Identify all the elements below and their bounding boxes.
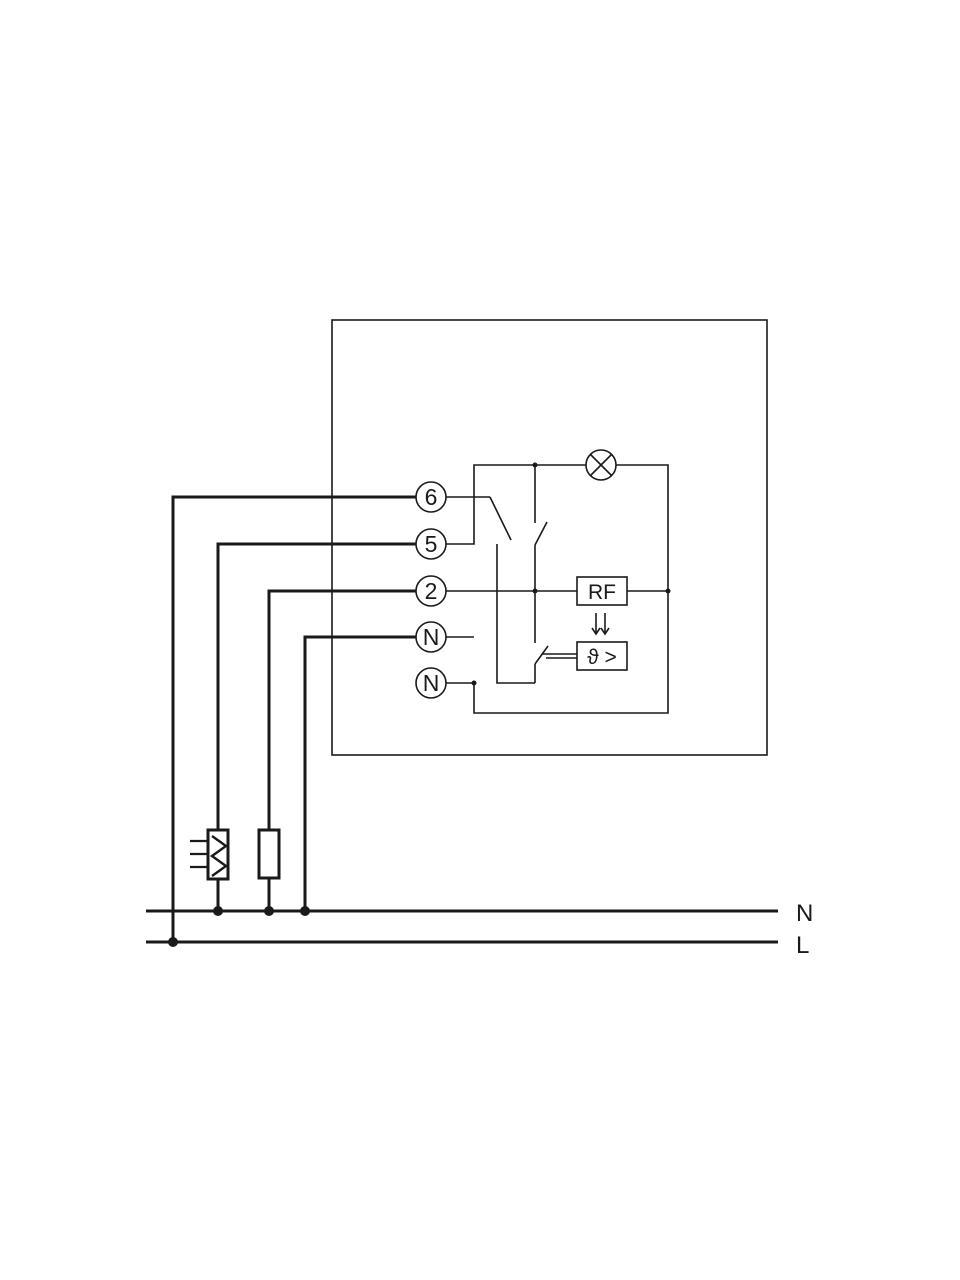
- device-housing: [331, 319, 768, 756]
- internal-junction-right: [665, 588, 671, 594]
- svg-text:N: N: [423, 624, 440, 650]
- signal-arrows-icon: [591, 613, 610, 636]
- lamp-icon: [585, 449, 617, 481]
- live-bus-label: L: [796, 932, 809, 959]
- internal-wire-5: [446, 464, 669, 714]
- temperature-sensor-label: ϑ >: [587, 646, 617, 669]
- neutral-bus-label: N: [796, 900, 813, 927]
- terminal-n-lower: N: [415, 667, 447, 699]
- internal-wire-switch-loop: [496, 544, 535, 684]
- terminal-6: 6: [415, 481, 447, 513]
- heater-icon: [190, 828, 230, 881]
- terminal-n-upper: N: [415, 621, 447, 653]
- rf-module-box: [576, 576, 628, 606]
- junction-dot-resistor: [264, 906, 274, 916]
- terminal-5: 5: [415, 528, 447, 560]
- internal-junction-top: [532, 462, 538, 468]
- temperature-sensor-box: [576, 641, 628, 671]
- resistor-icon: [257, 828, 281, 880]
- junction-dot-neutral: [300, 906, 310, 916]
- svg-text:N: N: [423, 670, 440, 696]
- wire-terminal-6-to-live: [171, 495, 416, 942]
- internal-junction-n2: [471, 680, 477, 686]
- svg-text:6: 6: [425, 484, 438, 510]
- svg-text:2: 2: [425, 578, 438, 604]
- junction-dot-live: [168, 937, 178, 947]
- switch-contact-1: [489, 496, 512, 541]
- wire-terminal-2-to-resistor: [267, 589, 416, 830]
- svg-text:5: 5: [425, 531, 438, 557]
- junction-dot-heater: [213, 906, 223, 916]
- switch-contact-3: [534, 645, 549, 665]
- rf-module-label: RF: [588, 581, 616, 604]
- switch-contact-2: [534, 521, 548, 546]
- internal-junction-2: [532, 588, 538, 594]
- wire-terminal-5-to-heater: [216, 542, 416, 830]
- wire-terminal-n-to-neutral: [303, 635, 416, 911]
- terminal-2: 2: [415, 575, 447, 607]
